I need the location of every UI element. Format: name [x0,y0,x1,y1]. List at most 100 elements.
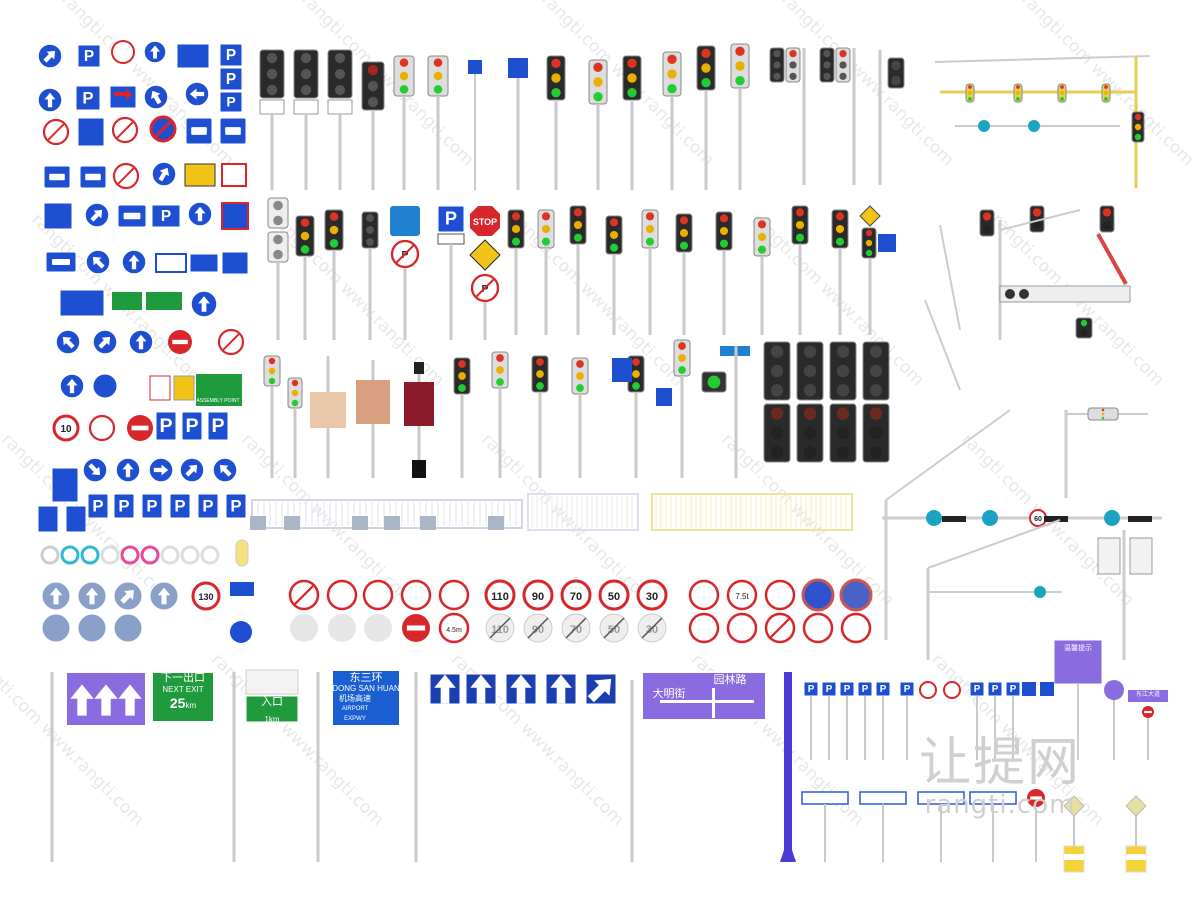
parking-sign [155,411,177,441]
pole [680,376,684,478]
small-disc-sign [80,545,100,565]
info-sign-glyph [49,173,65,181]
barrier-foot [250,516,266,530]
pole [498,388,502,478]
pole [436,96,440,190]
no-entry-bar [406,625,426,631]
guide-sign-road: 园林路 [700,674,760,688]
parking-label: P [118,496,129,515]
prohibition-sign [400,579,432,611]
pole [864,696,866,760]
pole [994,696,996,760]
small-disc-sign [200,545,220,565]
signal-lamp [770,407,784,420]
guide-street-name: 大明街 [652,688,686,700]
prohibition-slash [47,123,65,141]
prohibition-sign [726,579,758,611]
guide-sign-street: 大明街 [646,688,692,702]
prohibition-sign [88,414,116,442]
pole [403,268,407,340]
speed-limit-sign [191,581,221,611]
signal-lamp [268,357,276,365]
guide-sign-exit [151,671,215,723]
parking-sign [181,411,203,441]
signal-lamp [645,224,655,234]
info-sign-glyph [123,212,141,220]
signal-lamp [1060,91,1064,95]
signal-lamp [836,364,850,378]
signal-lamp [300,231,310,241]
pole [878,50,882,185]
arrow-icon [90,209,103,222]
signal-lamp [789,50,797,58]
signal-lamp [823,61,831,69]
arrow-shape [157,587,171,605]
signal-lamp [300,84,312,96]
signal-lamp [511,237,521,246]
gantry-beam [934,55,1151,63]
signal-lamp [667,54,677,65]
pole [538,392,542,478]
no-parking-sign [839,578,873,612]
crosswalk-sign [65,505,87,533]
arrow-shape [510,674,532,704]
signal-lamp [1101,408,1105,412]
street-name: 东江大道 [1135,692,1160,698]
parking-sign [75,85,101,111]
end-speed-limit-label: 50 [608,624,620,636]
signal-head-cluster [763,341,890,463]
parking-label: P [808,684,815,695]
pole [828,696,830,760]
parking-label: P [185,415,198,437]
signal-lamp [593,62,603,73]
pole [612,254,616,335]
pole [368,248,372,340]
end-speed-limit-label: 90 [532,624,544,636]
parking-label: P [226,71,236,88]
parking-sign [219,67,243,91]
direction-board [969,791,1017,805]
arrow-icon [189,88,205,100]
arrow-shape [198,296,210,312]
parking-label: P [84,48,94,65]
speed-limit-label: 50 [608,591,620,603]
parking-label: P [202,496,213,515]
signal-lamp [869,426,883,440]
signal-lamp [1016,97,1020,101]
assembly-point-label: ASSEMBLY POINT [196,398,240,404]
signal-lamp [735,75,745,86]
signal-lamp [1134,123,1142,131]
pole [906,696,908,760]
signal-lamp [678,354,686,362]
prohibition-sign [943,681,961,699]
arrow-plate [327,99,353,115]
barrier-foot [420,516,436,530]
small-disc-sign [60,545,80,565]
arrow-shape [434,674,456,704]
signal-lamp [367,80,379,92]
arrow-icon [122,462,134,478]
pole [634,392,638,478]
info-plate [437,233,465,245]
arrow-icon [158,167,169,182]
blue-round-sign [77,613,107,643]
signal-lamp [773,50,781,58]
arrow-icon [157,587,171,605]
small-disc-sign [140,545,160,565]
signal-lamp [593,77,603,87]
pole [371,110,375,190]
info-sign [176,43,210,69]
signal-lamp [300,218,310,227]
signal-lamp [679,228,689,238]
speed-limit-label: 10 [60,424,72,435]
guide-exit-cn: 下一出口 [161,672,205,684]
no-entry-bar [172,339,188,345]
arrow-icon [219,464,232,477]
signal-lamp [627,87,637,98]
barrier-row [250,493,853,531]
signal-lamp [609,218,619,227]
signal-lamp [334,68,346,80]
speed-limit-sign [598,579,630,611]
